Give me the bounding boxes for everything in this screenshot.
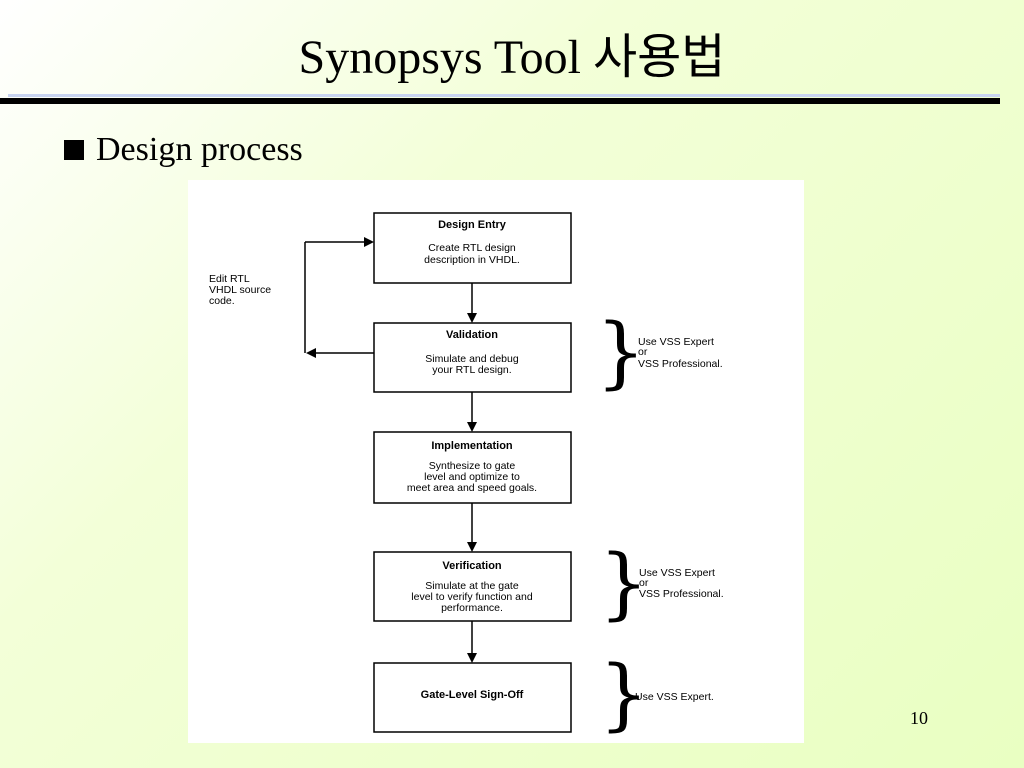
box-verification-line-1: Simulate at the gate [425, 580, 519, 592]
box-implementation-title: Implementation [431, 440, 513, 452]
box-implementation-line-1: Synthesize to gate [429, 460, 516, 472]
box-verification-title: Verification [442, 560, 502, 572]
bullet-text: Design process [96, 131, 303, 168]
box-design-entry [373, 212, 572, 284]
box-design-entry-line-2: description in VHDL. [424, 254, 520, 266]
box-validation-line-2: your RTL design. [432, 364, 511, 376]
bullet-item: Design process [64, 130, 303, 170]
feedback-note-line-1: Edit RTL [209, 273, 250, 285]
title-rule-shadow [8, 94, 1000, 97]
box-validation [373, 322, 572, 393]
box-implementation [373, 431, 572, 504]
feedback-note-line-2: VHDL source [209, 284, 271, 296]
verification-tool-note-line-1: Use VSS Expert [639, 567, 715, 579]
box-gate-level-sign-off [373, 662, 572, 733]
design-flow-diagram: Design Entry Create RTL design descripti… [209, 212, 724, 740]
box-design-entry-title: Design Entry [438, 219, 507, 231]
feedback-note-line-3: code. [209, 295, 235, 307]
box-design-entry-line-1: Create RTL design [428, 242, 516, 254]
verification-tool-note-line-3: VSS Professional. [639, 588, 724, 600]
slide-title: Synopsys Tool 사용법 [298, 31, 726, 84]
box-gate-level-sign-off-title: Gate-Level Sign-Off [421, 689, 524, 701]
box-implementation-line-2: level and optimize to [424, 471, 520, 483]
box-validation-title: Validation [446, 329, 498, 341]
validation-tool-note-line-2: or [638, 346, 648, 358]
design-flow-figure: Design Entry Create RTL design descripti… [188, 180, 804, 743]
sign-off-tool-note: Use VSS Expert. [635, 691, 714, 703]
box-validation-line-1: Simulate and debug [425, 353, 519, 365]
page-number: 10 [910, 708, 928, 728]
brace-validation-icon: } [596, 308, 646, 398]
brace-sign-off-icon: } [599, 650, 649, 740]
brace-verification-icon: } [599, 539, 649, 629]
verification-tool-note-line-2: or [639, 577, 649, 589]
box-verification-line-2: level to verify function and [411, 591, 533, 603]
title-rule [0, 98, 1000, 104]
validation-tool-note-line-1: Use VSS Expert [638, 336, 714, 348]
validation-tool-note-line-3: VSS Professional. [638, 358, 723, 370]
box-verification [373, 551, 572, 622]
box-verification-line-3: performance. [441, 602, 503, 614]
square-bullet-icon [64, 140, 84, 160]
box-implementation-line-3: meet area and speed goals. [407, 482, 537, 494]
